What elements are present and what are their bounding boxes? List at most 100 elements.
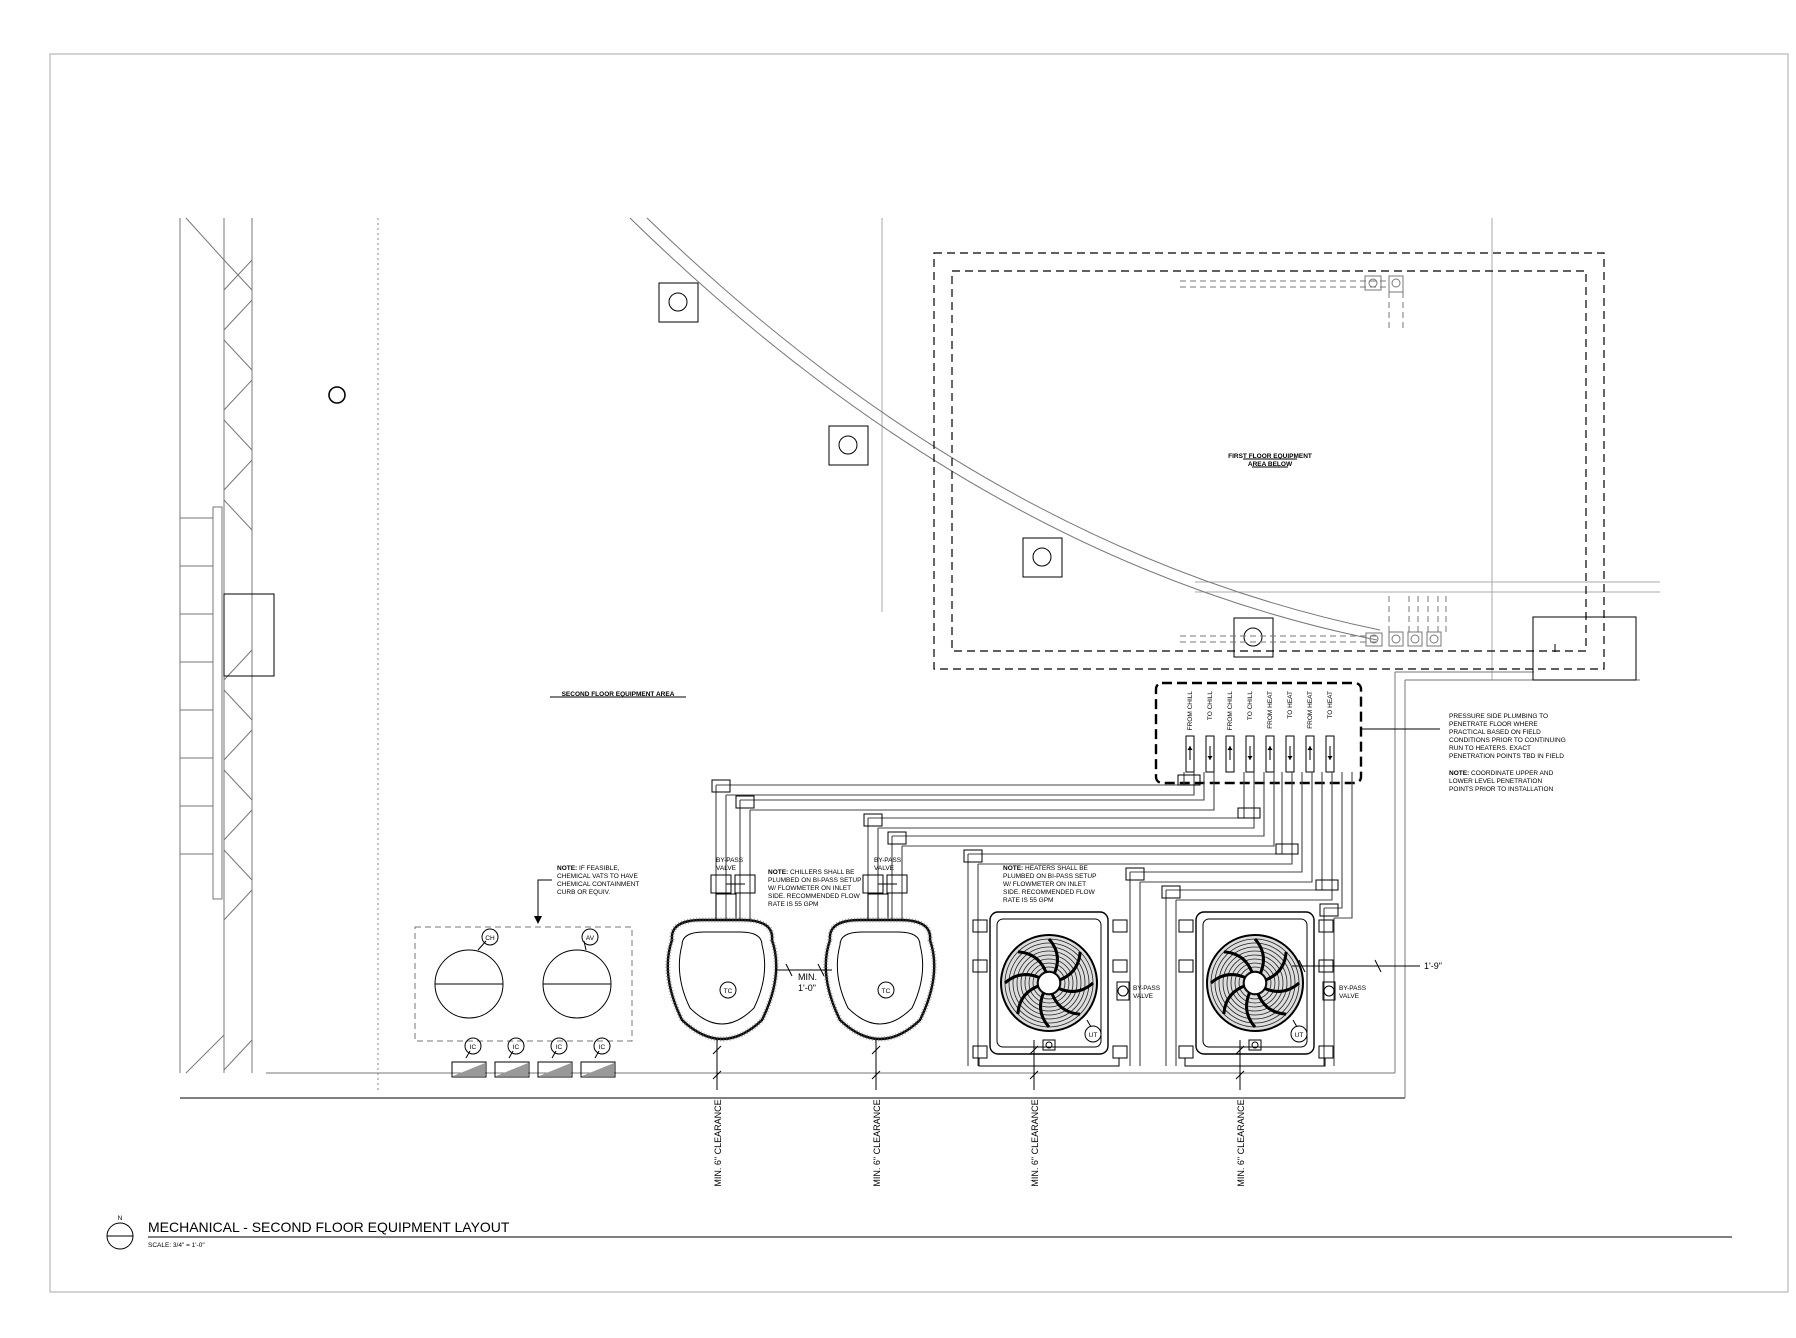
note-label: NOTE:: [1003, 865, 1023, 872]
chemical-note-line: IF FEASIBLE,: [577, 865, 619, 872]
manifold-port: FROM HEAT: [1305, 691, 1315, 773]
clearance-dim: MIN. 6" CLEARANCE: [1029, 1040, 1040, 1187]
clearance-dimensions: MIN. 6" CLEARANCE MIN. 6" CLEARANCE MIN. 6…: [712, 1040, 1246, 1187]
manifold-pipe: [1305, 735, 1315, 773]
clearance-dim: MIN. 6" CLEARANCE: [1235, 1040, 1246, 1187]
note-label: NOTE:: [1449, 770, 1469, 777]
sheet-border: [49, 53, 1789, 1293]
chiller-note: NOTE: CHILLERS SHALL BE PLUMBED ON BI-PA…: [768, 869, 863, 908]
clearance-dim: MIN. 6" CLEARANCE: [871, 1040, 882, 1187]
pressure-note-line: PRESSURE SIDE PLUMBING TO: [1449, 713, 1548, 720]
manifold-box: [1154, 681, 1363, 785]
tag-ic-icon: [550, 1037, 568, 1055]
north-label: N: [118, 1215, 123, 1222]
coordinate-note-line: POINTS PRIOR TO INSTALLATION: [1449, 786, 1554, 793]
manifold-port-label: FROM HEAT: [1307, 691, 1314, 729]
manifold-pipe: [1325, 735, 1335, 773]
chemical-note-line: CHEMICAL VATS TO HAVE: [557, 873, 638, 880]
pressure-note: PRESSURE SIDE PLUMBING TO PENETRATE FLOO…: [1361, 713, 1568, 793]
pressure-note-line: PRACTICAL BASED ON FIELD: [1449, 729, 1541, 736]
tag-ut: UT: [1089, 1032, 1098, 1039]
tag-ic-icon: [507, 1037, 525, 1055]
manifold-port: FROM CHILL: [1225, 691, 1235, 773]
arrow-up-icon: [1187, 746, 1193, 750]
tag-ut-icon: [1290, 1025, 1308, 1043]
pressure-note-line: PENETRATION POINTS TBD IN FIELD: [1449, 753, 1564, 760]
clearance-dim: MIN. 6" CLEARANCE: [712, 1040, 723, 1187]
manifold-port-label: TO CHILL: [1207, 691, 1214, 721]
manifold-port: TO HEAT: [1285, 691, 1295, 773]
ic-unit: IC: [494, 1037, 530, 1078]
tag-ic: IC: [470, 1044, 477, 1051]
manifold-port: FROM HEAT: [1265, 691, 1275, 773]
tag-tc: TC: [882, 988, 891, 995]
tag-ic-icon: [464, 1037, 482, 1055]
pressure-note-line: RUN TO HEATERS. EXACT: [1449, 745, 1531, 752]
tag-ic: IC: [556, 1044, 563, 1051]
chiller-note-line: PLUMBED ON BI-PASS SETUP: [768, 877, 861, 884]
tag-av-icon: [581, 928, 599, 946]
min-spacing-label: MIN.: [798, 972, 817, 982]
heater-note-line: HEATERS SHALL BE: [1023, 865, 1088, 872]
manifold-port-label: TO CHILL: [1247, 691, 1254, 721]
svg-text:NOTE: IF FEASIBLE, CHEMI: NOTE: IF FEASIBLE, CHEMICAL VATS TO HAVE…: [557, 865, 641, 896]
manifold-pipe: [1265, 735, 1275, 773]
manifold-port: TO CHILL: [1205, 691, 1215, 773]
chemical-containment-area: [414, 926, 633, 1042]
chiller-note-line: SIDE. RECOMMENDED FLOW: [768, 893, 861, 900]
first-floor-area: FIRST FLOOR EQUIPMENT AREA BELOW: [933, 252, 1605, 670]
heater-note-line: W/ FLOWMETER ON INLET: [1003, 881, 1086, 888]
clearance-label: MIN. 6" CLEARANCE: [872, 1099, 882, 1186]
second-floor-area-label: SECOND FLOOR EQUIPMENT AREA: [562, 691, 675, 698]
manifold-pipe: [1205, 735, 1215, 773]
tag-ch: CH: [485, 935, 495, 942]
chiller-note-line: RATE IS 55 GPM: [768, 901, 818, 908]
bypass-valve-icon: [734, 874, 756, 894]
manifold-port: TO HEAT: [1325, 691, 1335, 773]
bypass-label-line: VALVE: [874, 865, 895, 872]
heater-note-line: PLUMBED ON BI-PASS SETUP: [1003, 873, 1096, 880]
heater-spacing-value: 1'-9": [1424, 961, 1442, 971]
ic-unit: IC: [451, 1037, 487, 1078]
ic-unit: IC: [537, 1037, 573, 1078]
clearance-label: MIN. 6" CLEARANCE: [713, 1099, 723, 1186]
curved-wall: [629, 217, 1381, 641]
bypass-valve-icon: [886, 874, 908, 894]
heater-note: NOTE: HEATERS SHALL BE PLUMBED ON BI-PAS…: [1003, 865, 1098, 904]
pressure-note-line: CONDITIONS PRIOR TO CONTINUING: [1449, 737, 1566, 744]
first-floor-area-label-2: AREA BELOW: [1248, 461, 1293, 468]
tag-ut: UT: [1295, 1032, 1304, 1039]
tag-av: AV: [586, 935, 595, 942]
clearance-label: MIN. 6" CLEARANCE: [1236, 1099, 1246, 1186]
heater-note-line: SIDE. RECOMMENDED FLOW: [1003, 889, 1096, 896]
manifold-port: FROM CHILL: [1185, 691, 1195, 773]
manifold-columns: FROM CHILL TO CHILL FROM CHILL TO CHILL FROM…: [1185, 691, 1335, 773]
chiller-unit: TC: [823, 917, 937, 1042]
pipe-fittings: [711, 774, 1339, 917]
note-label: NOTE:: [557, 865, 577, 872]
drawing-title: MECHANICAL - SECOND FLOOR EQUIPMENT LAYO…: [148, 1219, 510, 1235]
pressure-note-line: PENETRATE FLOOR WHERE: [1449, 721, 1538, 728]
pressure-note-text: PRESSURE SIDE PLUMBING TO PENETRATE FLOO…: [1449, 713, 1568, 760]
min-spacing-value: 1'-0": [798, 983, 816, 993]
arrow-down-icon: [1247, 756, 1253, 760]
tag-ut-icon: [1084, 1025, 1102, 1043]
chemical-note: NOTE: IF FEASIBLE, CHEMICAL VATS TO HAVE…: [534, 865, 641, 924]
coordinate-note-line: COORDINATE UPPER AND: [1469, 770, 1553, 777]
clearance-label: MIN. 6" CLEARANCE: [1030, 1099, 1040, 1186]
chiller-note-line: W/ FLOWMETER ON INLET: [768, 885, 851, 892]
arrow-down-icon: [1287, 756, 1293, 760]
chemical-note-line: CHEMICAL CONTAINMENT: [557, 881, 639, 888]
manifold: FROM CHILL TO CHILL FROM CHILL TO CHILL FROM…: [1154, 681, 1363, 785]
manifold-pipe: [1185, 735, 1195, 773]
structural-columns: [658, 282, 1274, 658]
bypass-label-line: VALVE: [716, 865, 737, 872]
